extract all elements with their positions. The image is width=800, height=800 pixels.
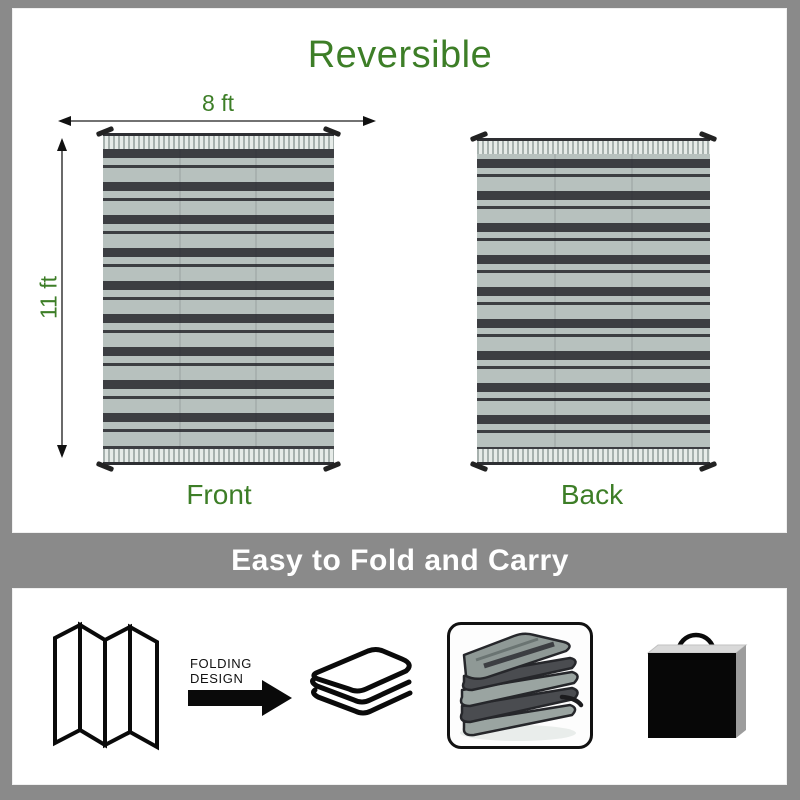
banner-text: Easy to Fold and Carry [231,543,569,577]
back-view-label: Back [560,479,624,510]
folded-blanket-icon [310,647,413,716]
dimension-arrow-vertical-icon [57,138,67,458]
folded-mat-illustration [459,632,584,741]
fold-seam [255,149,258,449]
rug-stripe-pattern [477,154,710,449]
fold-seam [630,154,633,449]
rug-edge-binding [103,133,334,149]
rug-stripe-pattern [103,149,334,449]
carry-bag-icon [646,632,748,738]
dimension-arrow-horizontal-icon [58,116,376,126]
feature-banner: Easy to Fold and Carry [0,533,800,588]
fold-seam [553,154,556,449]
page-title: Reversible [307,34,493,76]
arrow-right-icon [188,680,292,716]
rug-edge-binding [103,449,334,465]
fold-seam [179,149,182,449]
front-view-label: Front [186,479,252,510]
rug-back-view [469,130,718,473]
width-dimension-label: 8 ft [202,90,234,116]
rug-edge-binding [477,449,710,465]
folded-mat-photo [447,622,593,749]
rug-edge-binding [477,138,710,154]
accordion-fold-icon [53,621,159,751]
folding-design-label: FOLDING DESIGN [190,656,252,686]
rug-front-view [95,125,342,473]
